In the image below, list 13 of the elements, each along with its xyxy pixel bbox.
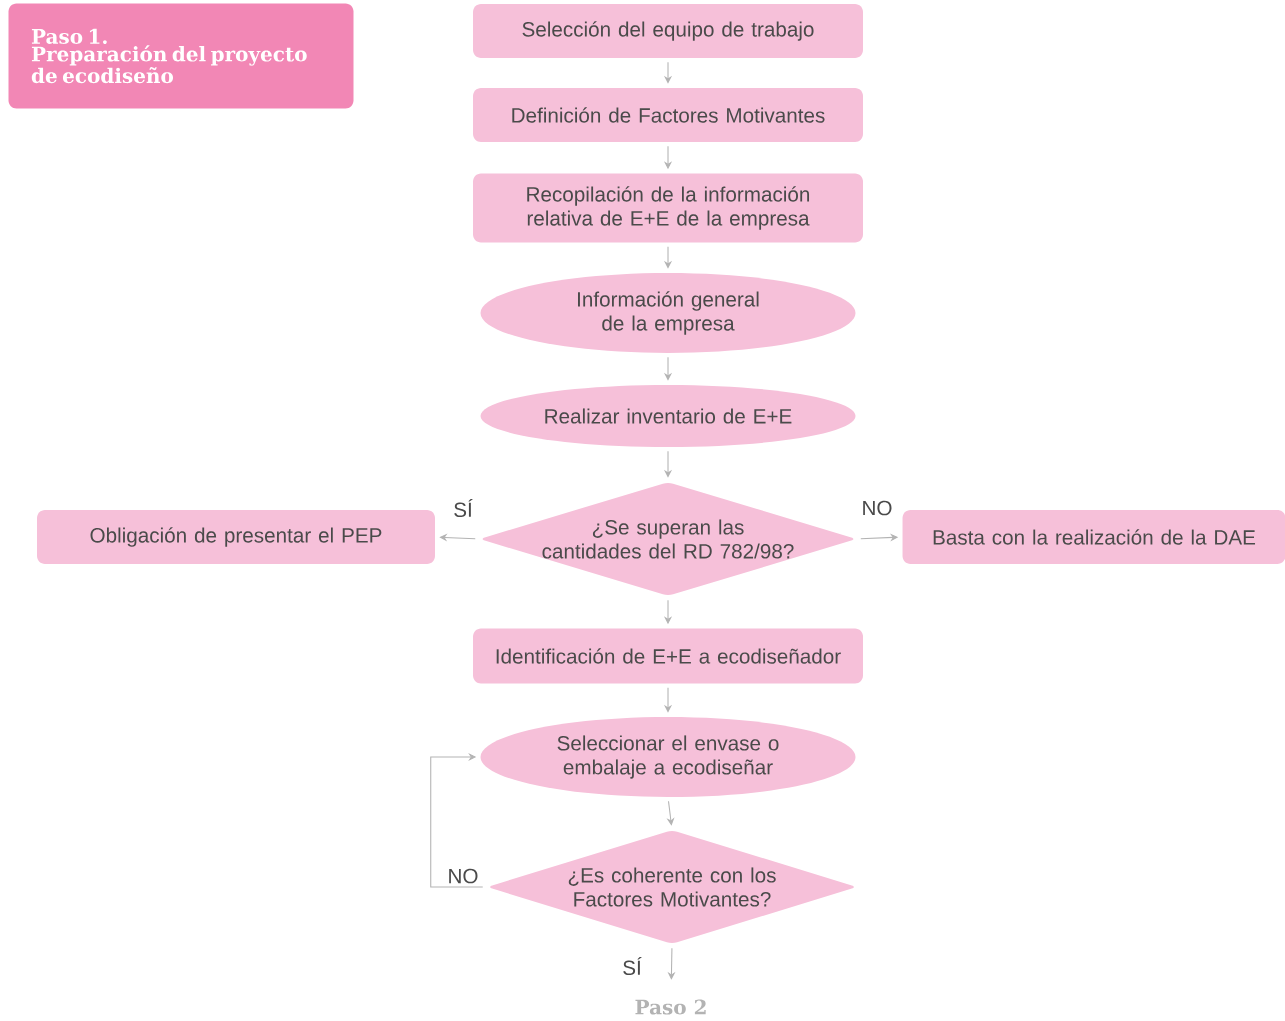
arrow	[430, 752, 484, 888]
step-heading-box: Paso 1. Preparación del proyecto de ecodiseño	[8, 3, 354, 109]
process-box: Identificación de E+E a ecodiseñador	[473, 628, 863, 684]
process-box: Selección del equipo de trabajo	[473, 4, 863, 58]
next-step-text: Paso 2	[635, 999, 706, 1015]
outcome-box: Obligación de presentar el PEP	[37, 510, 435, 564]
edge-label: NO	[449, 868, 478, 884]
outcome-box: Basta con la realización de la DAE	[902, 510, 1285, 564]
edge-label: SÍ	[623, 956, 642, 976]
edge-label: SÍ	[454, 498, 473, 518]
process-box: Definición de Factores Motivantes	[473, 88, 863, 142]
process-box: Recopilación de la información relativa de E+E de la empresa	[473, 173, 863, 243]
edge-label: NO	[863, 500, 892, 516]
